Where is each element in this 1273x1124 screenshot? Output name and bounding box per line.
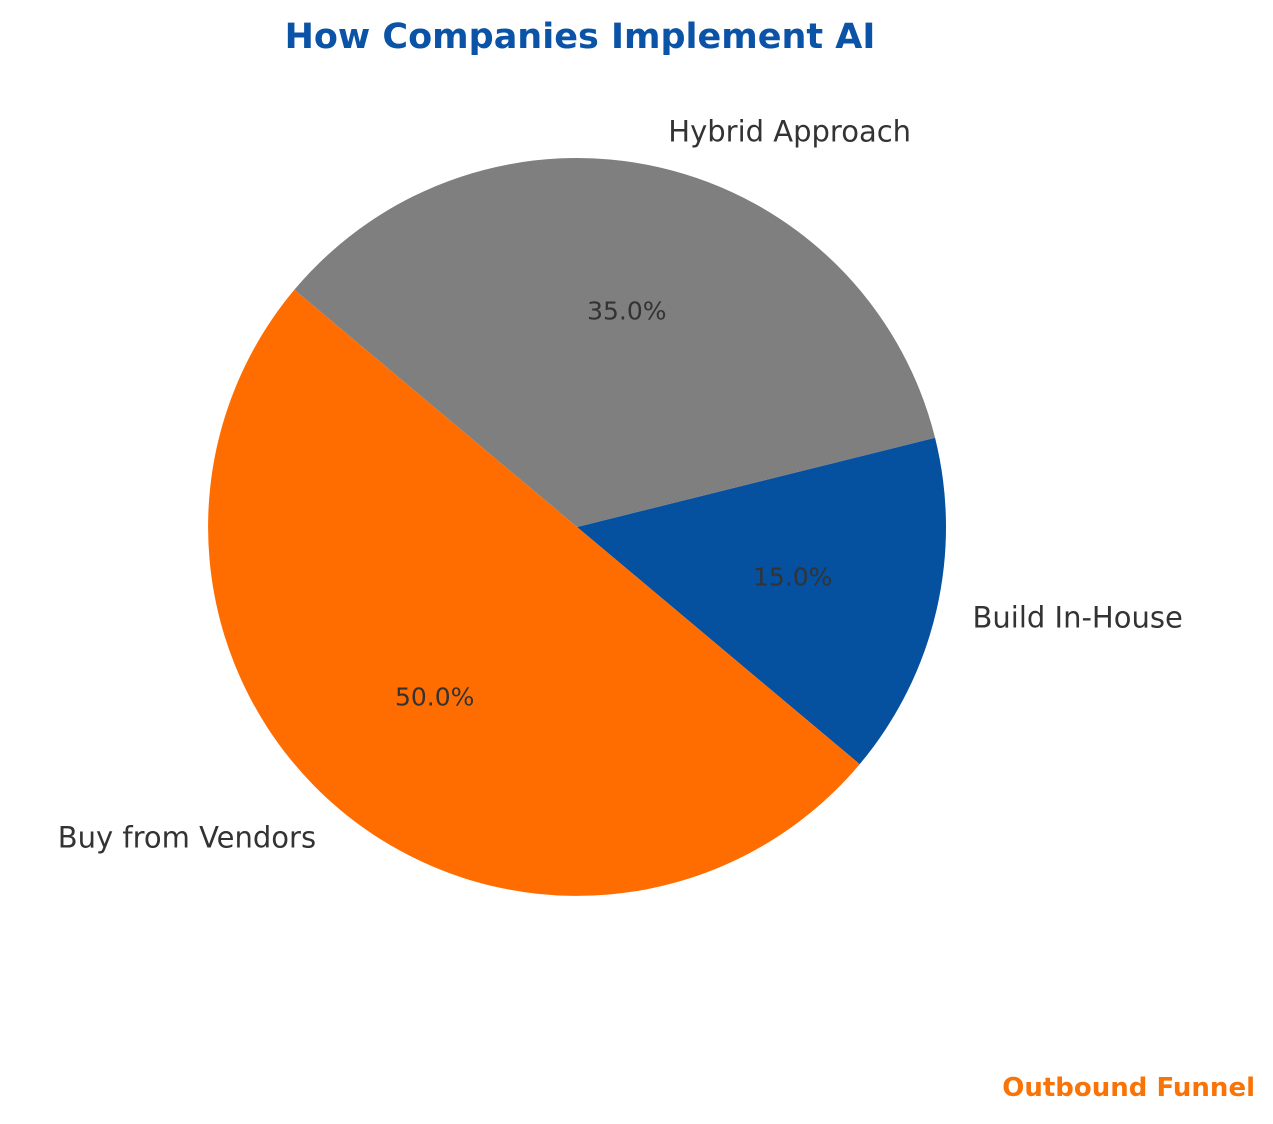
pie-category-label-hybrid-approach: Hybrid Approach — [668, 114, 912, 148]
pie-slice-build-in-house — [577, 437, 947, 765]
pie-pct-label-hybrid-approach: 35.0% — [587, 296, 667, 326]
pie-category-label-build-in-house: Build In-House — [972, 600, 1183, 635]
pie-slice-buy-from-vendors — [208, 289, 860, 896]
chart-title: How Companies Implement AI — [284, 17, 876, 57]
pie-pct-label-build-in-house: 15.0% — [752, 562, 833, 592]
pie-pct-label-buy-from-vendors: 50.0% — [394, 682, 475, 712]
pie-category-label-buy-from-vendors: Buy from Vendors — [57, 820, 317, 855]
pie-slice-hybrid-approach — [294, 157, 936, 527]
watermark-text: Outbound Funnel — [1002, 1073, 1255, 1103]
